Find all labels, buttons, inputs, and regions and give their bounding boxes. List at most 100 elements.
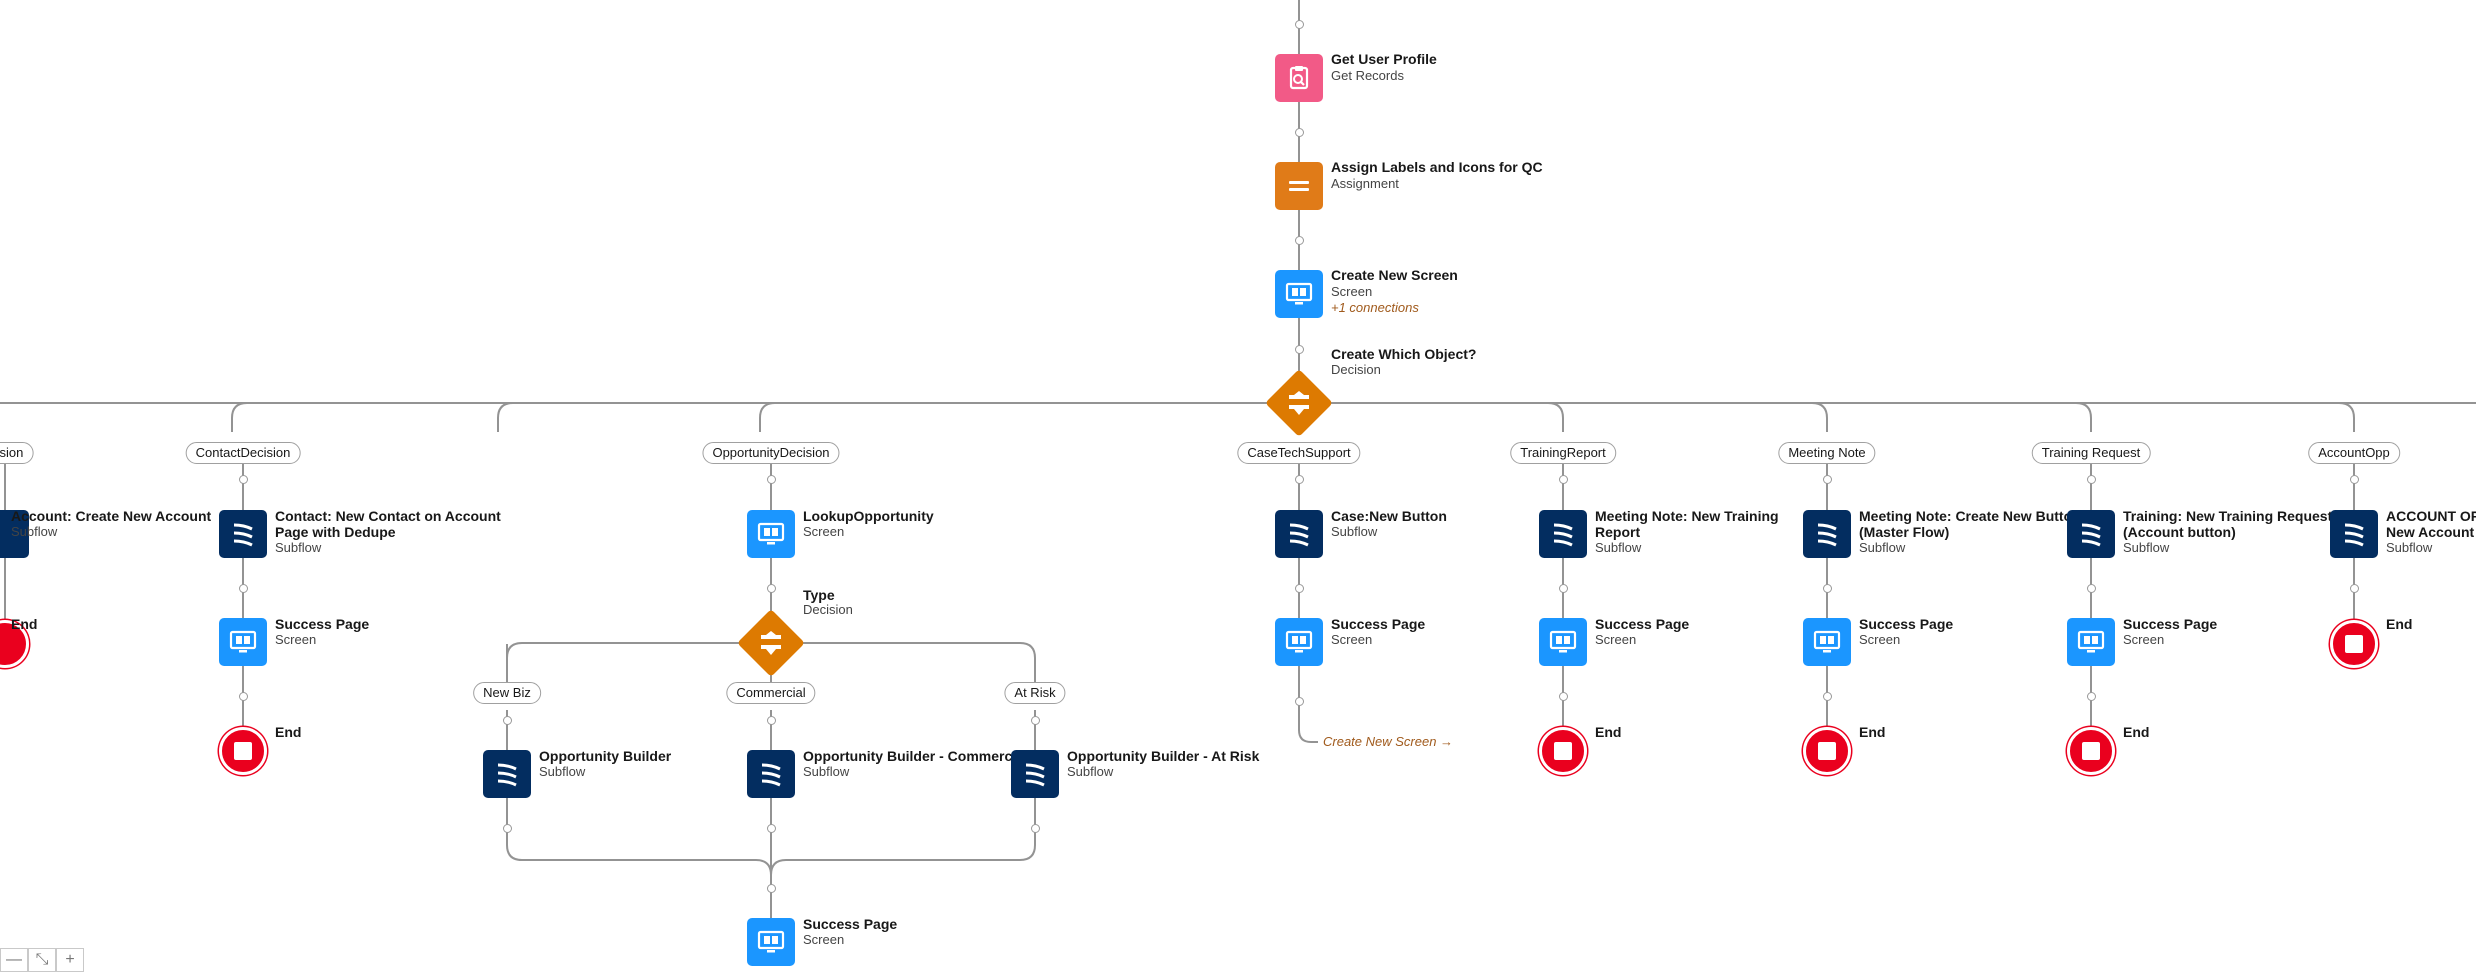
end-node[interactable] — [2067, 727, 2115, 775]
connector-dot[interactable] — [239, 475, 248, 484]
connector-dot[interactable] — [239, 584, 248, 593]
node-type: Subflow — [1859, 540, 1906, 555]
subflow-icon — [2081, 523, 2101, 547]
node-type: Subflow — [1595, 540, 1642, 555]
subflow-icon — [1553, 523, 1573, 547]
connector-dot[interactable] — [1031, 716, 1040, 725]
connector-dot[interactable] — [503, 824, 512, 833]
subflow-node[interactable] — [0, 510, 29, 558]
end-node[interactable] — [1803, 727, 1851, 775]
connections-link[interactable]: +1 connections — [1331, 300, 1419, 315]
screen-node[interactable] — [1275, 618, 1323, 666]
outcome-pill[interactable]: At Risk — [1004, 682, 1066, 704]
screen-node[interactable] — [2067, 618, 2115, 666]
node-type: Screen — [803, 524, 845, 539]
connector-dot[interactable] — [1295, 236, 1304, 245]
connector-dot[interactable] — [2350, 584, 2359, 593]
node-type: Decision — [1331, 362, 1381, 377]
node-title: Assign Labels and Icons for QC — [1331, 159, 1543, 175]
screen-icon — [757, 522, 785, 545]
outcome-pill[interactable]: Training Request — [2031, 442, 2151, 464]
outcome-pill[interactable]: TrainingReport — [1510, 442, 1616, 464]
outcome-pill[interactable]: ContactDecision — [185, 442, 301, 464]
node-title: Get User Profile — [1331, 51, 1437, 67]
connector-dot[interactable] — [1823, 475, 1832, 484]
get-records-node[interactable] — [1275, 54, 1323, 102]
connector-dot[interactable] — [503, 716, 512, 725]
connector-dot[interactable] — [1295, 20, 1304, 29]
outcome-pill[interactable]: Commercial — [726, 682, 816, 704]
node-type: Get Records — [1331, 68, 1404, 83]
connector-dot[interactable] — [1295, 584, 1304, 593]
screen-node[interactable] — [747, 510, 795, 558]
node-type: Subflow — [1331, 524, 1378, 539]
node-type: Screen — [803, 932, 845, 947]
screen-node[interactable] — [747, 918, 795, 966]
connector-dot[interactable] — [2087, 584, 2096, 593]
subflow-node[interactable] — [2330, 510, 2378, 558]
screen-node[interactable] — [219, 618, 267, 666]
connector-dot[interactable] — [1295, 697, 1304, 706]
node-title: End — [1595, 724, 1622, 740]
connector-dot[interactable] — [2350, 475, 2359, 484]
subflow-icon — [761, 763, 781, 787]
node-title: Type — [803, 587, 835, 603]
subflow-icon — [233, 523, 253, 547]
outcome-pill[interactable]: AccountOpp — [2308, 442, 2400, 464]
zoom-in-button[interactable]: + — [56, 948, 84, 972]
connector-dot[interactable] — [2087, 692, 2096, 701]
screen-node[interactable] — [1803, 618, 1851, 666]
subflow-node[interactable] — [2067, 510, 2115, 558]
screen-node[interactable] — [1539, 618, 1587, 666]
node-title: End — [1859, 724, 1886, 740]
stop-icon — [2345, 635, 2363, 653]
assignment-node[interactable] — [1275, 162, 1323, 210]
subflow-node[interactable] — [483, 750, 531, 798]
connector-dot[interactable] — [2087, 475, 2096, 484]
screen-node[interactable] — [1275, 270, 1323, 318]
connector-dot[interactable] — [767, 584, 776, 593]
node-title: Success Page — [1331, 616, 1426, 632]
decision-icon — [747, 619, 795, 667]
subflow-node[interactable] — [747, 750, 795, 798]
connector-dot[interactable] — [767, 824, 776, 833]
connector-dot[interactable] — [767, 475, 776, 484]
outcome-pill[interactable]: OpportunityDecision — [702, 442, 840, 464]
end-node[interactable] — [219, 727, 267, 775]
fit-view-button[interactable]: ⤡ — [28, 948, 56, 972]
subflow-node[interactable] — [1539, 510, 1587, 558]
stop-icon — [234, 742, 252, 760]
node-title: LookupOpportunity — [803, 508, 934, 524]
subflow-node[interactable] — [1275, 510, 1323, 558]
connector-dot[interactable] — [1823, 692, 1832, 701]
connector-dot[interactable] — [239, 692, 248, 701]
node-title: Opportunity Builder - Commercia — [803, 748, 1024, 764]
connector-dot[interactable] — [1031, 824, 1040, 833]
end-node[interactable] — [1539, 727, 1587, 775]
node-type: Screen — [1331, 284, 1373, 299]
outcome-pill[interactable]: ision — [0, 442, 34, 464]
connector-dot[interactable] — [767, 884, 776, 893]
zoom-out-button[interactable]: — — [0, 948, 28, 972]
goto-link[interactable]: Create New Screen → — [1323, 734, 1454, 749]
node-title: Contact: New Contact on Account — [275, 508, 501, 524]
connector-dot[interactable] — [767, 716, 776, 725]
connector-dot[interactable] — [1559, 692, 1568, 701]
subflow-node[interactable] — [1011, 750, 1059, 798]
outcome-pill[interactable]: CaseTechSupport — [1237, 442, 1361, 464]
connector-dot[interactable] — [1559, 475, 1568, 484]
outcome-pill[interactable]: Meeting Note — [1778, 442, 1876, 464]
connector-dot[interactable] — [1295, 345, 1304, 354]
subflow-node[interactable] — [1803, 510, 1851, 558]
outcome-pill[interactable]: New Biz — [473, 682, 541, 704]
connector-dot[interactable] — [1559, 584, 1568, 593]
subflow-icon — [1817, 523, 1837, 547]
end-node[interactable] — [2330, 620, 2378, 668]
connector-dot[interactable] — [1295, 475, 1304, 484]
node-title: New Account w — [2386, 524, 2476, 540]
connector-dot[interactable] — [1823, 584, 1832, 593]
screen-icon — [1813, 630, 1841, 653]
connector-dot[interactable] — [1295, 128, 1304, 137]
subflow-node[interactable] — [219, 510, 267, 558]
